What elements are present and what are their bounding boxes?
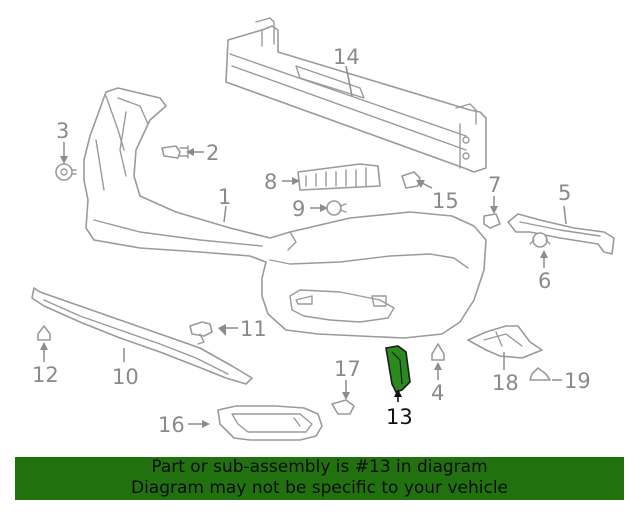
callout-3: 3 [56,119,69,143]
callout-6: 6 [538,269,551,293]
callout-14: 14 [333,45,360,69]
info-banner: Part or sub-assembly is #13 in diagram D… [15,457,624,500]
callout-9: 9 [292,197,305,221]
callout-7: 7 [488,173,501,197]
callout-leaders [40,65,567,428]
fasteners [37,145,551,415]
callout-8: 8 [264,170,277,194]
callout-15: 15 [432,189,459,213]
callout-4: 4 [431,381,444,405]
part-1-bumper-cover [83,87,487,339]
callout-18: 18 [492,371,519,395]
callout-12: 12 [32,363,59,387]
banner-line-2: Diagram may not be specific to your vehi… [130,478,508,498]
callout-10: 10 [112,365,139,389]
part-5-side-spacer [507,213,615,255]
callout-1: 1 [218,185,231,209]
callout-17: 17 [334,357,361,381]
callout-2: 2 [206,141,219,165]
callout-11: 11 [240,317,267,341]
callout-5: 5 [558,181,571,205]
banner-line-1: Part or sub-assembly is #13 in diagram [151,457,488,477]
part-10-lower-strip [31,287,253,385]
part-14-reinforcement-beam [225,17,487,173]
part-16-lower-grille [217,405,323,441]
callout-numbers: 14 1 2 3 8 9 15 7 5 6 11 12 10 4 18 19 1… [32,45,591,437]
parts-diagram: 14 1 2 3 8 9 15 7 5 6 11 12 10 4 18 19 1… [31,17,615,441]
callout-16: 16 [158,413,185,437]
part-18-side-bracket [467,325,543,359]
callout-19: 19 [564,369,591,393]
part-13-highlighted [385,345,411,393]
callout-13: 13 [386,405,413,429]
part-8-grille-piece [297,163,381,191]
